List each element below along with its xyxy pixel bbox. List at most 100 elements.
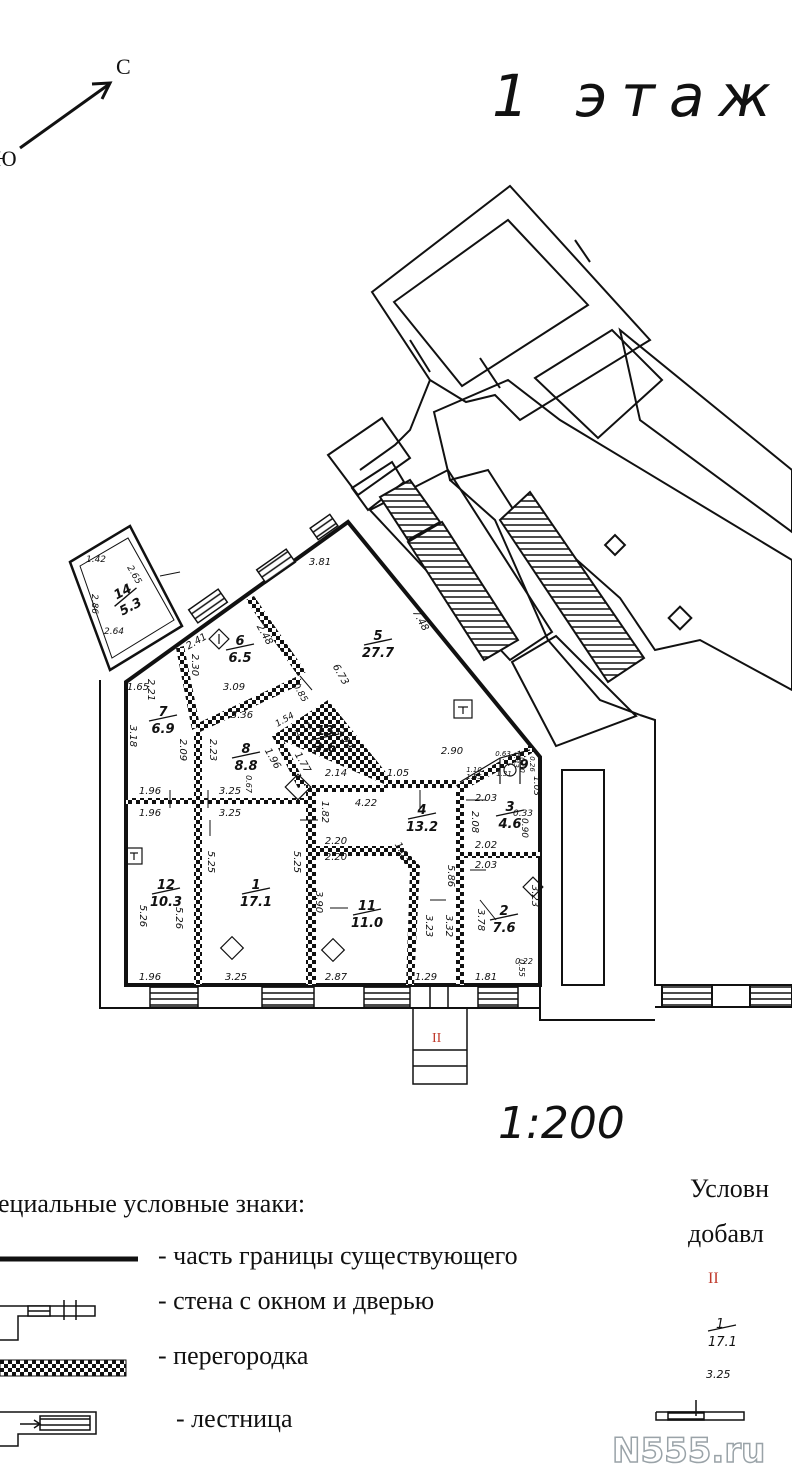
legend-right-title-1: Условн [690,1174,769,1203]
dimension-label: 0.90 [519,818,529,838]
main-unit: II [68,513,544,1085]
room-9-label: 9 [519,758,528,773]
dimension-label: 2.14 [325,768,347,779]
room-14-label: 145.3 [111,581,144,619]
legend-item-stair: - лестница [176,1404,293,1433]
room-11-label: 11 11.0 [351,899,383,931]
dimension-label: 0.22 [515,957,533,966]
upper-building [326,184,792,748]
dimension-label: 3.18 [127,725,138,747]
room-6-divider [225,643,255,651]
room-12-divider [151,887,181,895]
dimension-label: 2.02 [475,840,497,851]
floor-title: 1 этаж [492,62,785,130]
legend-right: Условн добавл II 1 17.1 3.25 [655,1174,769,1421]
room-8-area: 8.8 [234,759,257,774]
dimension-label: 5.25 [291,851,302,873]
partitions [126,596,540,985]
dimension-label: 3.36 [231,710,253,721]
room-labels: 145.366.5527.776.988.8133.6413.234.69121… [111,581,528,936]
dimension-label: 2.23 [207,739,218,761]
dimension-label: 6.73 [330,662,351,687]
dimension-label: 1.82 [319,801,330,823]
dimension-label: 2.30 [189,654,200,676]
legend-sample-partition [0,1359,127,1377]
room-5-divider [363,638,393,646]
room-8-divider [231,751,261,759]
dimension-label: 2.41 [184,632,209,653]
legend-right-sample-wall [655,1400,745,1421]
right-building [539,714,792,1021]
dimension-label: 1.65 [127,682,149,693]
dimension-label: 0.43 [512,752,520,768]
room-12-label: 12 10.3 [150,878,182,910]
legend-right-sample-area: 17.1 [708,1335,737,1350]
north-arrow: С Ю [0,54,131,171]
legend-sample-wall [0,1300,96,1341]
dimension-label: 2.20 [325,836,347,847]
room-2-number: 2 [499,904,508,919]
dimension-label: 2.03 [475,793,497,804]
dimension-label: 1.05 [387,768,409,779]
dimension-label: 3.81 [309,557,331,568]
room-4-divider [407,812,437,820]
dimension-label: 2.90 [441,746,463,757]
dimension-label: 1.10 [466,766,482,774]
north-letter: С [116,54,131,79]
room-14-outline [68,524,184,672]
dimension-label: 0.55 [517,959,526,977]
dimension-label: 0.63 [495,750,511,758]
dimension-label: 2.20 [325,852,347,863]
room-5-number: 5 [373,629,382,644]
room-11-area: 11.0 [351,916,383,931]
room-6-area: 6.5 [228,651,251,666]
room-2-area: 7.6 [492,921,515,936]
west-letter: Ю [0,146,17,171]
dimension-label: 2.21 [145,679,156,701]
dimension-label: 3.23 [423,915,434,937]
dimension-label: 1.81 [475,972,497,983]
room-11-number: 11 [358,899,376,914]
legend-title: ециальные условные знаки: [0,1189,305,1218]
room-11-divider [352,908,382,916]
dimension-label: 2.87 [325,972,348,983]
dimension-label: 3.25 [219,786,241,797]
scale-label: 1:200 [498,1098,625,1149]
dimension-label: 5.26 [173,907,184,929]
room-4-number: 4 [416,803,426,818]
room-13-divider [310,733,340,741]
room-7-area: 6.9 [151,722,174,737]
room-1-divider [241,887,271,895]
room-2-label: 27.6 [489,904,519,936]
room-12-number: 12 [157,878,175,893]
legend-right-marker: II [708,1270,719,1287]
dimension-label: 3.25 [219,808,241,819]
dimension-label: 1.55 [466,773,482,781]
legend-sample-stair [0,1411,97,1447]
dimension-label: 1.31 [496,770,512,778]
dimension-label: 3.09 [223,682,245,693]
dimension-label: 2.03 [475,860,497,871]
dimension-label: 5.25 [205,851,216,873]
watermark: N555.ru [611,1430,766,1472]
dimension-label: 3.23 [529,885,540,907]
room-1-number: 1 [251,878,260,893]
room-3-divider [495,809,525,817]
dimension-label: 0.67 [244,775,253,794]
room-8-label: 88.8 [231,742,261,774]
room-13-number: 13 [316,724,334,739]
room-8-number: 8 [241,742,250,757]
room-7-divider [148,714,178,722]
dimension-label: 2.08 [469,811,480,833]
room-4-area: 13.2 [406,820,438,835]
room-3-label: 34.6 [495,800,525,832]
dimension-label: 5.86 [445,865,456,887]
room-12-area: 10.3 [150,895,182,910]
entrance-porch [412,985,468,1085]
room-7-label: 76.9 [148,705,178,737]
dimension-label: 0.85 [290,682,309,705]
dimension-label: 3.25 [225,972,247,983]
room-6-label: 66.5 [225,634,255,666]
watermark-text: N555.ru [612,1431,765,1471]
